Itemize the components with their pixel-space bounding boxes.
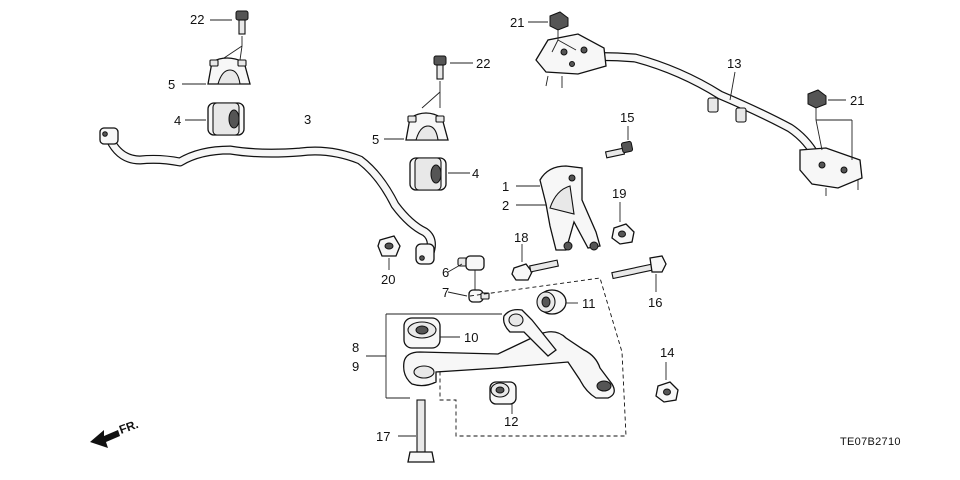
callout-22: 22: [190, 12, 204, 27]
callout-12: 12: [504, 414, 518, 429]
callout-18: 18: [514, 230, 528, 245]
callout-13: 13: [727, 56, 741, 71]
nut-21-right: [807, 89, 853, 160]
callout-labels: 22 5 4 3 22 5 4 20 6 7 21 13 21 15 1 2 1…: [168, 12, 864, 444]
assembly-outline: [439, 277, 627, 437]
callout-6: 6: [442, 265, 449, 280]
lower-arm-bracket-lines: [366, 313, 502, 399]
front-direction-arrow: FR.: [90, 417, 140, 448]
callout-3: 3: [304, 112, 311, 127]
nut-19: [611, 202, 635, 245]
callout-20: 20: [381, 272, 395, 287]
stabilizer-link: [447, 255, 490, 303]
callout-21: 21: [510, 15, 524, 30]
callout-1: 1: [502, 179, 509, 194]
knuckle-bracket: [516, 165, 601, 251]
callout-9: 9: [352, 359, 359, 374]
callout-4: 4: [174, 113, 181, 128]
bushing-11: [536, 289, 578, 315]
callout-5: 5: [168, 77, 175, 92]
callout-21: 21: [850, 93, 864, 108]
nut-20: [377, 235, 401, 270]
callout-15: 15: [620, 110, 634, 125]
callout-8: 8: [352, 340, 359, 355]
callout-11: 11: [582, 296, 596, 311]
bolt-15: [604, 126, 634, 159]
bracket-5-left: [182, 57, 251, 85]
bushing-10: [403, 317, 460, 349]
stabilizer-bar: [99, 127, 436, 265]
nut-14: [655, 362, 679, 403]
callout-4: 4: [472, 166, 479, 181]
drawing-code: TE07B2710: [840, 436, 901, 448]
callout-7: 7: [442, 285, 449, 300]
front-subframe: [535, 33, 863, 196]
callout-14: 14: [660, 345, 674, 360]
bolt-22-center: [421, 55, 473, 109]
callout-17: 17: [376, 429, 390, 444]
bushing-12: [489, 381, 517, 414]
callout-22: 22: [476, 56, 490, 71]
bolt-17: [398, 399, 435, 463]
bolt-22-left: [210, 10, 249, 61]
bracket-5-center: [384, 112, 449, 141]
nut-21-left: [528, 11, 577, 53]
front-direction-label: FR.: [117, 417, 140, 437]
callout-16: 16: [648, 295, 662, 310]
bolt-18: [511, 244, 559, 281]
stabilizer-bar-end-left: [99, 127, 119, 145]
callout-10: 10: [464, 330, 478, 345]
callout-2: 2: [502, 198, 509, 213]
stabilizer-bar-end-right: [415, 243, 435, 265]
bushing-4-center: [409, 157, 470, 191]
bushing-4-left: [185, 102, 245, 136]
bolt-16: [611, 255, 667, 292]
lower-arm: [403, 308, 615, 399]
callout-19: 19: [612, 186, 626, 201]
callout-5: 5: [372, 132, 379, 147]
